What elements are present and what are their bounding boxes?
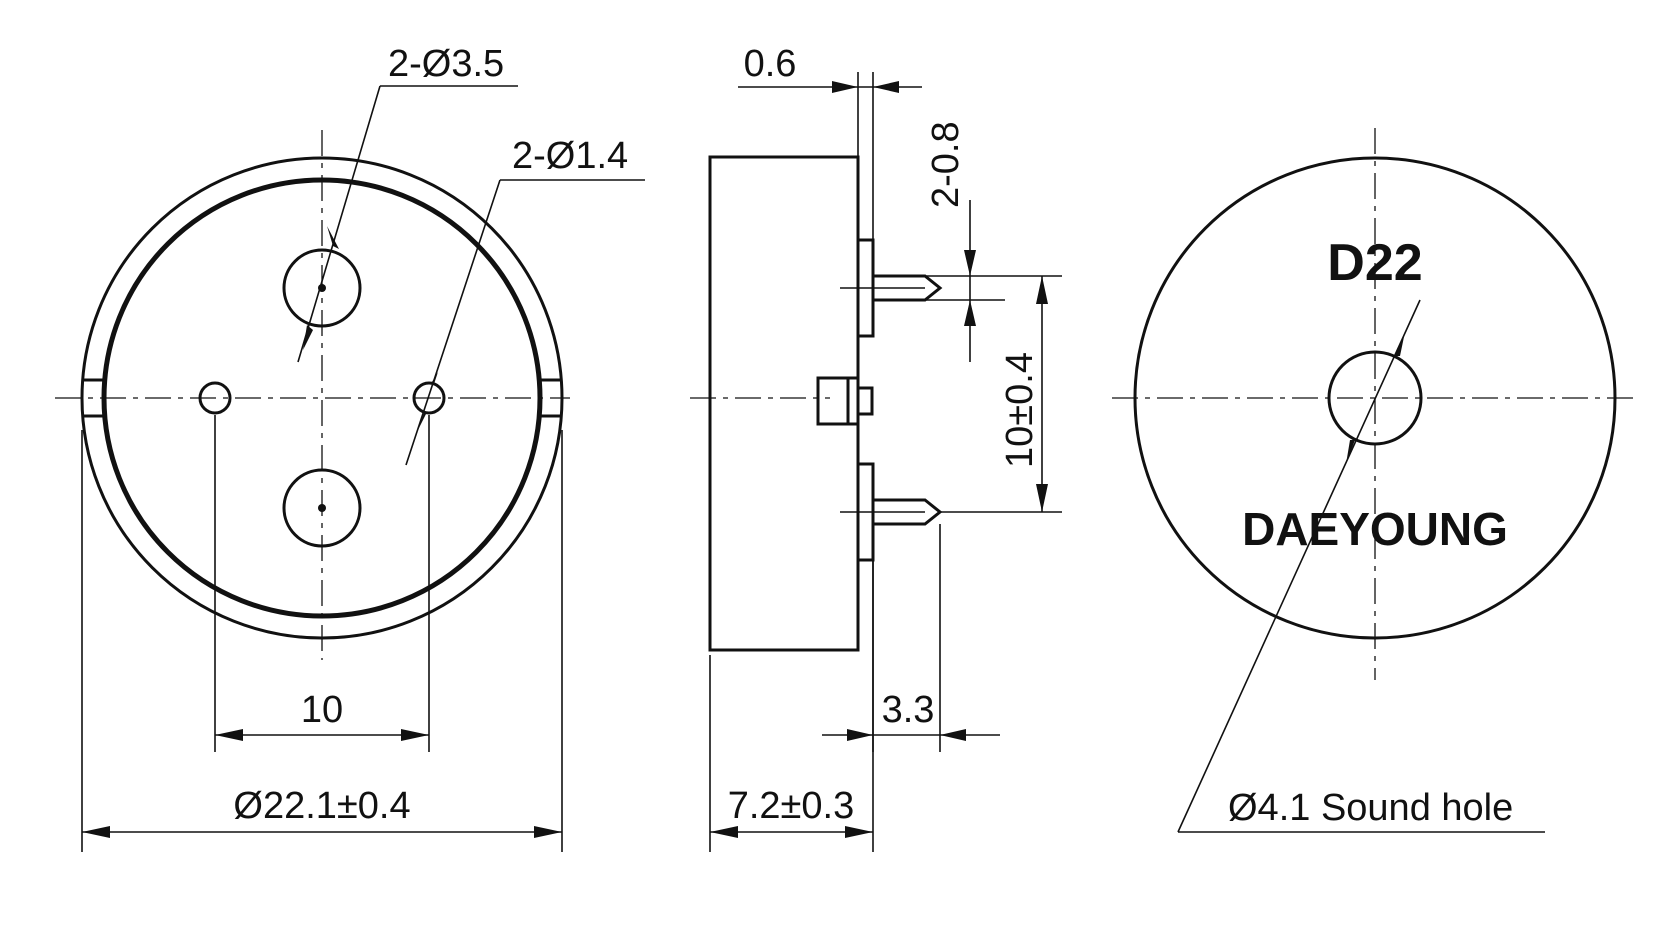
side-body bbox=[708, 155, 860, 652]
top-outer-circle bbox=[1133, 156, 1617, 640]
diameter-arrow-right bbox=[534, 826, 562, 838]
housing-outer-circle bbox=[80, 156, 564, 640]
housing-inner-circle bbox=[101, 177, 543, 619]
small-hole-right bbox=[412, 381, 446, 415]
height-arrow-right bbox=[845, 826, 873, 838]
small-hole-left bbox=[198, 381, 232, 415]
big-hole-label: 2-Ø3.5 bbox=[388, 43, 504, 85]
pin-top bbox=[873, 274, 943, 302]
pin-pitch-label: 10±0.4 bbox=[999, 352, 1041, 468]
big-hole-bottom-pin bbox=[318, 504, 326, 512]
big-hole-leader bbox=[297, 85, 381, 363]
small-hole-arrow-bottom bbox=[415, 413, 426, 436]
small-hole-label: 2-Ø1.4 bbox=[512, 135, 628, 177]
big-hole-top bbox=[282, 248, 362, 328]
big-hole-bottom bbox=[282, 468, 362, 548]
side-boss bbox=[816, 376, 874, 426]
height-label: 7.2±0.3 bbox=[728, 785, 855, 827]
small-hole-arrow-top bbox=[432, 360, 442, 384]
pin-length-arrow-right bbox=[940, 729, 966, 741]
front-view: 2-Ø3.5 2-Ø1.4 10 Ø22.1±0.4 bbox=[55, 43, 645, 852]
sound-hole-leader bbox=[1177, 299, 1421, 833]
pin-length-arrow-left bbox=[847, 729, 873, 741]
sound-hole-arrow-bottom bbox=[1346, 440, 1355, 464]
sound-hole-arrow-top bbox=[1395, 332, 1405, 356]
diameter-label: Ø22.1±0.4 bbox=[233, 785, 410, 827]
top-view: D22 DAEYOUNG Ø4.1 Sound hole bbox=[1112, 128, 1640, 833]
pin-width-label: 2-0.8 bbox=[925, 121, 967, 208]
pin-width-arrow-top bbox=[964, 250, 976, 276]
big-hole-arrow-top bbox=[327, 226, 339, 249]
big-hole-arrow-bottom bbox=[303, 325, 313, 350]
pin-pitch-arrow-top bbox=[1036, 276, 1048, 304]
sound-hole bbox=[1327, 350, 1423, 446]
diameter-arrow-left bbox=[82, 826, 110, 838]
pin-width-arrow-bottom bbox=[964, 300, 976, 326]
side-view: 0.6 2-0.8 10±0.4 3.3 7.2±0.3 bbox=[690, 43, 1062, 852]
pitch-label: 10 bbox=[301, 689, 343, 731]
sound-hole-label: Ø4.1 Sound hole bbox=[1228, 787, 1513, 829]
pin-thickness-label: 0.6 bbox=[744, 43, 797, 85]
model-marking: D22 bbox=[1327, 234, 1422, 292]
pin-thickness-arrow-left bbox=[832, 81, 858, 93]
pin-thickness-arrow-right bbox=[873, 81, 899, 93]
height-arrow-left bbox=[710, 826, 738, 838]
pitch-arrow-left bbox=[215, 729, 243, 741]
brand-marking: DAEYOUNG bbox=[1242, 503, 1508, 555]
small-hole-leader bbox=[405, 179, 501, 466]
pin-pitch-arrow-bottom bbox=[1036, 484, 1048, 512]
pin-length-label: 3.3 bbox=[882, 689, 935, 731]
pitch-arrow-right bbox=[401, 729, 429, 741]
